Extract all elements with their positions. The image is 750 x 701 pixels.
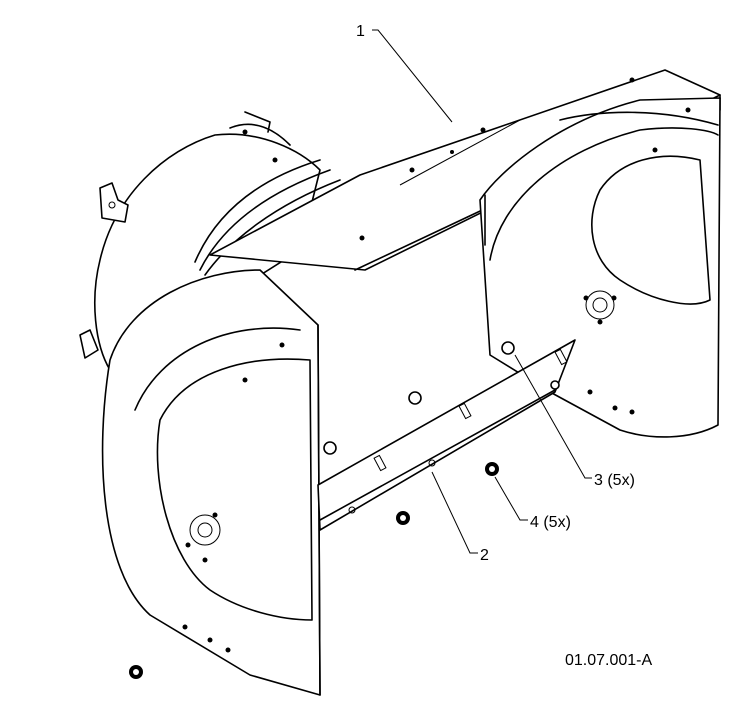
nuts xyxy=(129,462,499,679)
callout-2: 2 xyxy=(480,547,489,564)
callout-4: 4 (5x) xyxy=(530,514,571,531)
figure-code: 01.07.001-A xyxy=(565,652,653,669)
callout-3: 3 (5x) xyxy=(594,472,635,489)
right-side-plate xyxy=(479,97,721,438)
left-side-plate xyxy=(101,269,321,696)
scraper-bar xyxy=(317,339,576,531)
callout-1: 1 xyxy=(356,23,365,40)
carriage-bolts xyxy=(323,341,560,455)
leader-lines xyxy=(372,29,592,554)
